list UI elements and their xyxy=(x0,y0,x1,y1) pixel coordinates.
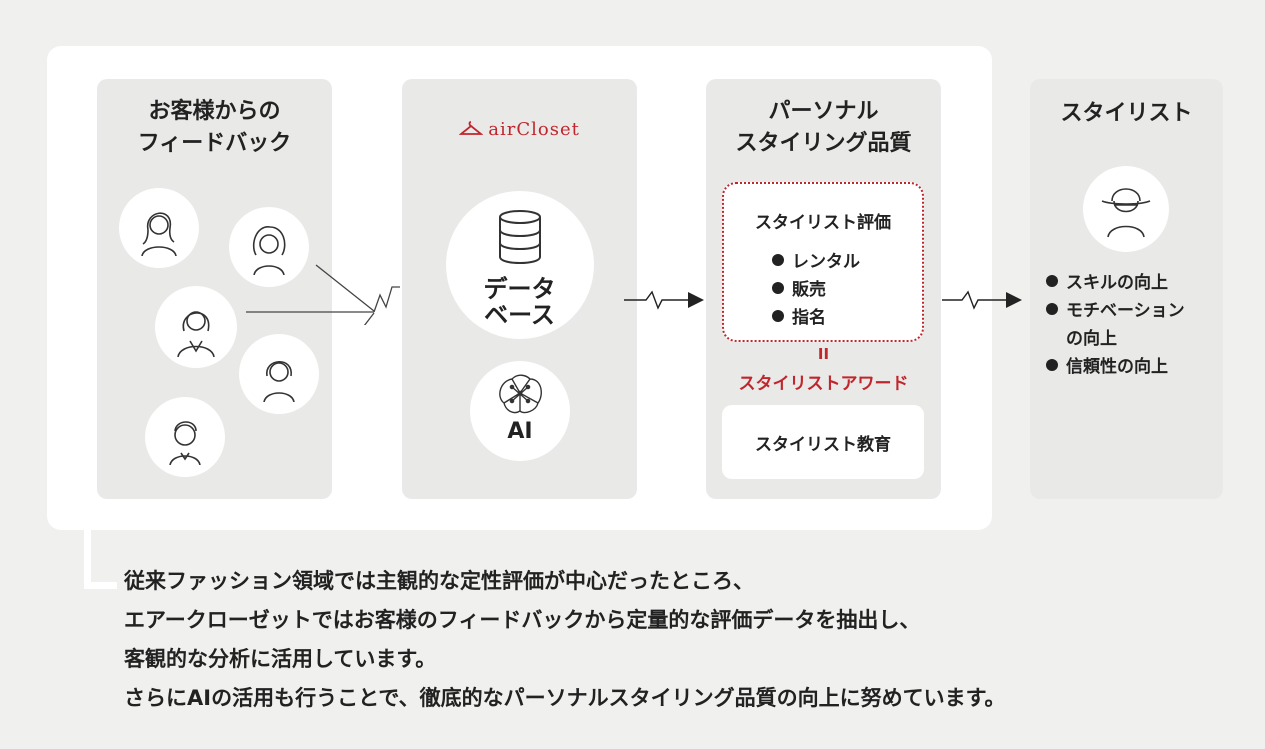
stylist-title: スタイリスト xyxy=(1060,101,1193,126)
evaluation-title: スタイリスト評価 xyxy=(755,213,891,233)
stylist-education-box: スタイリスト教育 xyxy=(722,405,924,479)
benefit-item: 信頼性の向上 xyxy=(1046,353,1185,381)
woman-long-hair-icon xyxy=(119,188,199,268)
feedback-title-line2: フィードバック xyxy=(137,131,292,156)
benefit-item: スキルの向上 xyxy=(1046,269,1185,297)
feedback-flow-lines xyxy=(246,264,400,325)
bullet-icon xyxy=(1046,275,1058,287)
man-short-hair-icon xyxy=(145,397,225,477)
aircloset-logo: airCloset xyxy=(402,119,637,140)
stylist-award: スタイリストアワード xyxy=(738,374,909,394)
woman-bob-hair-icon xyxy=(239,334,319,414)
feedback-panel: お客様からの フィードバック xyxy=(97,79,332,499)
caption-line: エアークローゼットではお客様のフィードバックから定量的な評価データを抽出し、 xyxy=(124,608,921,632)
caption-bracket xyxy=(84,530,117,589)
stylist-panel: スタイリスト スキルの向上 モチベーション の向上 信頼性の向上 xyxy=(1030,79,1223,499)
bullet-icon xyxy=(772,254,784,266)
bullet-icon xyxy=(772,310,784,322)
feedback-title-line1: お客様からの xyxy=(148,99,281,124)
stylist-evaluation-box: スタイリスト評価 レンタル 販売 指名 xyxy=(722,182,924,342)
quality-title-line2: スタイリング品質 xyxy=(735,131,912,156)
ai-brain-icon xyxy=(499,374,542,414)
caption-line: 客観的な分析に活用しています。 xyxy=(124,647,437,671)
caption-text: 従来ファッション領域では主観的な定性評価が中心だったところ、 エアークローゼット… xyxy=(124,562,1006,718)
logo-text: airCloset xyxy=(488,119,580,140)
ai-circle: AI xyxy=(470,361,570,461)
evaluation-item: 販売 xyxy=(772,276,860,304)
arrow-to-quality xyxy=(624,290,704,310)
ai-label: AI xyxy=(507,419,533,444)
woman-blazer-icon xyxy=(155,286,237,368)
evaluation-item: レンタル xyxy=(772,248,860,276)
bullet-icon xyxy=(1046,303,1058,315)
database-panel: airCloset データ ベース AI xyxy=(402,79,637,499)
bullet-icon xyxy=(1046,359,1058,371)
hanger-icon xyxy=(458,121,484,135)
bullet-icon xyxy=(772,282,784,294)
quality-panel: パーソナル スタイリング品質 スタイリスト評価 レンタル 販売 指名 II スタ… xyxy=(706,79,941,499)
benefit-item: モチベーション xyxy=(1046,297,1185,325)
database-circle xyxy=(446,191,594,339)
arrow-to-stylist xyxy=(942,290,1022,310)
caption-line: 従来ファッション領域では主観的な定性評価が中心だったところ、 xyxy=(124,569,754,593)
quality-title-line1: パーソナル xyxy=(768,99,879,124)
woman-wavy-hair-icon xyxy=(229,207,309,287)
evaluation-item: 指名 xyxy=(772,304,860,332)
benefit-item-continued: の向上 xyxy=(1066,329,1117,349)
caption-line: さらにAIの活用も行うことで、徹底的なパーソナルスタイリング品質の向上に努めてい… xyxy=(124,686,1006,710)
database-label-line1: データ xyxy=(483,275,556,303)
database-icon xyxy=(499,210,541,264)
database-label-line2: ベース xyxy=(484,301,555,329)
stylist-hat-icon xyxy=(1083,166,1169,252)
equals-sign: II xyxy=(817,345,830,363)
